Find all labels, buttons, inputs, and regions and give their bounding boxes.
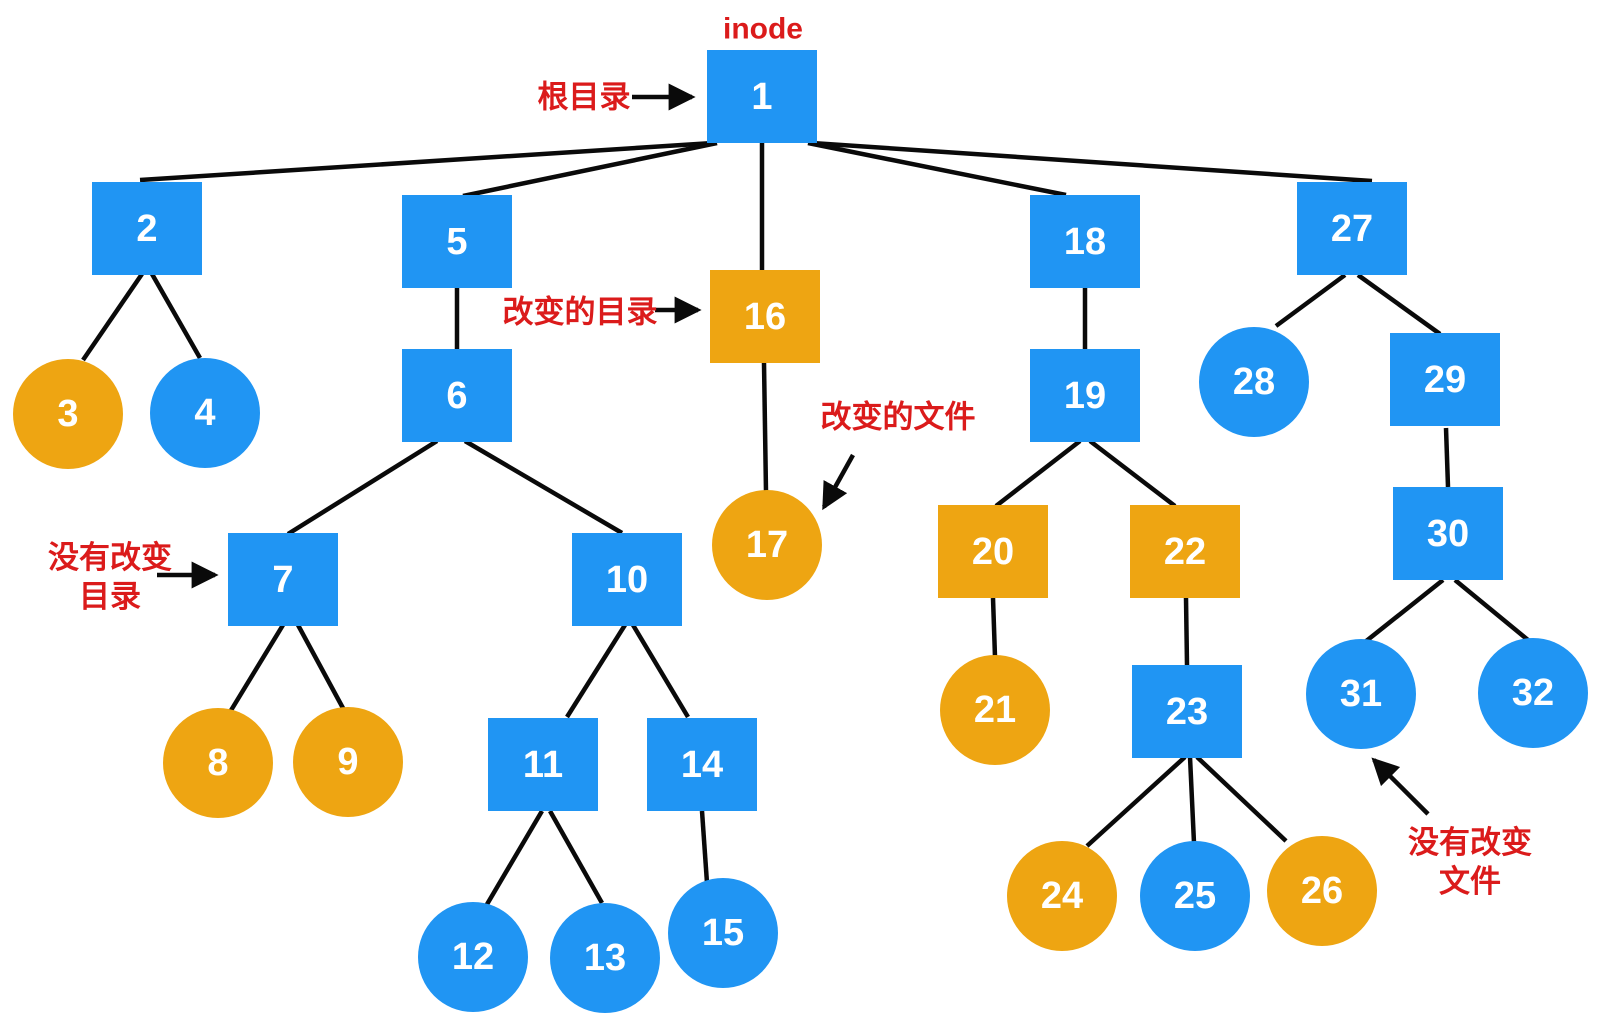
edge-23-26: [1195, 755, 1288, 843]
edge-6-7: [286, 439, 439, 536]
annotation-line: 没有改变: [1408, 825, 1532, 860]
edge-19-22: [1088, 439, 1177, 508]
tree-node-1: 1: [707, 50, 817, 143]
annotation-line: 没有改变: [48, 540, 172, 575]
tree-node-16: 16: [710, 270, 820, 363]
edge-1-18: [807, 140, 1067, 198]
tree-node-19: 19: [1030, 349, 1140, 442]
tree-node-9: 9: [293, 707, 403, 817]
edge-11-12: [484, 809, 544, 908]
tree-node-6: 6: [402, 349, 512, 442]
edge-14-15: [699, 810, 710, 884]
tree-node-7: 7: [228, 533, 338, 626]
edge-6-10: [463, 439, 624, 535]
annotation-line: 根目录: [537, 79, 631, 115]
edge-16-17: [761, 362, 769, 493]
tree-node-14: 14: [647, 718, 757, 811]
tree-node-21: 21: [940, 655, 1050, 765]
tree-node-2: 2: [92, 182, 202, 275]
edge-27-29: [1356, 273, 1442, 336]
edge-1-2: [139, 140, 714, 183]
tree-node-18: 18: [1030, 195, 1140, 288]
edge-11-13: [548, 809, 604, 905]
annotation-changed-directory: 改变的目录: [503, 293, 658, 332]
edge-20-21: [990, 597, 998, 658]
annotation-unchanged-directory: 没有改变目录: [48, 538, 172, 616]
tree-node-12: 12: [418, 902, 528, 1012]
annotation-line: 改变的目录: [502, 294, 658, 330]
tree-node-20: 20: [938, 505, 1048, 598]
edge-1-27: [811, 140, 1373, 184]
edge-27-28: [1274, 273, 1347, 328]
edge-19-20: [994, 439, 1082, 508]
tree-node-29: 29: [1390, 333, 1500, 426]
tree-node-28: 28: [1199, 327, 1309, 437]
tree-node-13: 13: [550, 903, 660, 1013]
changed-file-arrow: [822, 453, 855, 511]
tree-node-23: 23: [1132, 665, 1242, 758]
tree-node-5: 5: [402, 195, 512, 288]
tree-node-10: 10: [572, 533, 682, 626]
edge-30-31: [1363, 578, 1445, 644]
tree-node-22: 22: [1130, 505, 1240, 598]
tree-node-4: 4: [150, 358, 260, 468]
edge-2-3: [81, 272, 144, 362]
edge-10-14: [631, 623, 690, 719]
edge-1-5: [462, 140, 718, 199]
tree-node-26: 26: [1267, 836, 1377, 946]
edge-2-4: [150, 272, 202, 360]
annotation-inode-title: inode: [723, 10, 803, 49]
tree-node-25: 25: [1140, 841, 1250, 951]
edge-30-32: [1453, 578, 1530, 642]
edge-23-25: [1187, 756, 1197, 844]
edge-22-23: [1183, 597, 1190, 666]
annotation-unchanged-file: 没有改变文件: [1408, 823, 1532, 901]
tree-node-30: 30: [1393, 487, 1503, 580]
edge-7-9: [296, 623, 346, 712]
unchanged-file-arrow: [1371, 757, 1430, 816]
tree-node-31: 31: [1306, 639, 1416, 749]
annotation-line: 目录: [79, 579, 141, 614]
tree-node-24: 24: [1007, 841, 1117, 951]
annotation-changed-file: 改变的文件: [821, 398, 976, 437]
edge-7-8: [228, 623, 285, 714]
tree-node-11: 11: [488, 718, 598, 811]
annotation-line: 改变的文件: [820, 399, 976, 435]
tree-node-3: 3: [13, 359, 123, 469]
tree-node-15: 15: [668, 878, 778, 988]
tree-node-8: 8: [163, 708, 273, 818]
edge-10-11: [565, 623, 627, 719]
tree-node-27: 27: [1297, 182, 1407, 275]
edge-29-30: [1443, 427, 1451, 488]
edge-23-24: [1085, 755, 1187, 848]
tree-node-32: 32: [1478, 638, 1588, 748]
tree-node-17: 17: [712, 490, 822, 600]
annotation-line: 文件: [1439, 864, 1501, 899]
annotation-root-directory: 根目录: [538, 78, 631, 117]
annotation-line: inode: [723, 12, 803, 46]
